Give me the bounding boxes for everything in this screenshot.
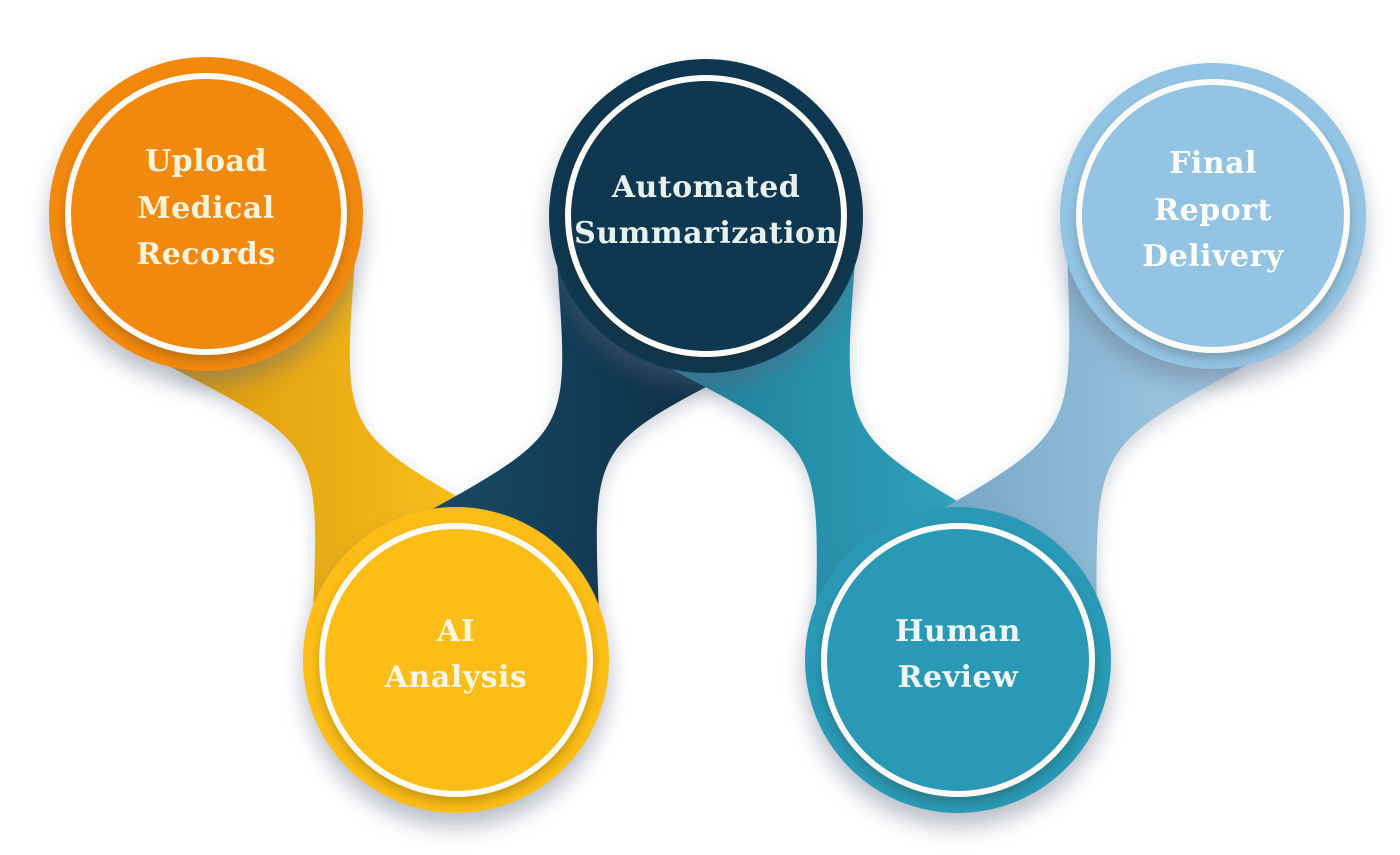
node-ring [1076,79,1350,353]
node-label: Human Review [895,613,1021,696]
node-label: Upload Medical Records [136,144,276,273]
node-automated-summarization: Automated Summarization [549,59,863,373]
node-ring [65,73,347,355]
node-upload-medical-records: Upload Medical Records [49,57,363,371]
node-label: Final Report Delivery [1142,146,1284,275]
node-ai-analysis: AI Analysis [303,507,609,813]
node-final-report-delivery: Final Report Delivery [1060,63,1366,369]
node-ring [565,75,847,357]
node-label: Automated Summarization [574,169,838,252]
node-ring [319,523,593,797]
node-label: AI Analysis [384,613,528,696]
node-ring [821,523,1095,797]
node-human-review: Human Review [805,507,1111,813]
